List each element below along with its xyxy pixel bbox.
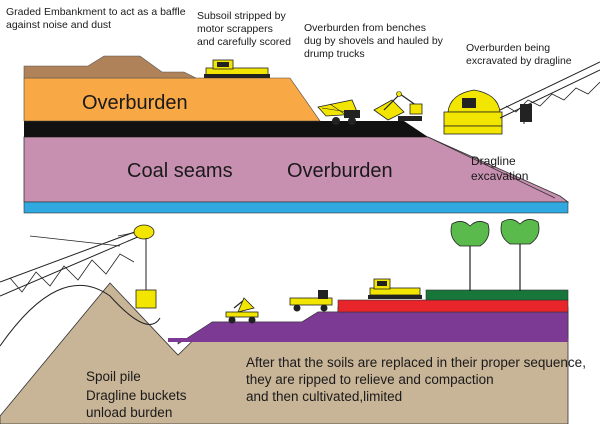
motor-scraper-icon [204,59,270,78]
label-subsoil-line: motor scrappers [197,23,273,35]
dump-truck-icon [317,99,360,125]
label-embankment: Graded Embankment to act as a baffle aga… [6,6,186,32]
dragline-boom-icon [0,224,157,309]
scraper-icon [368,278,422,299]
label-overburden-top: Overburden [82,92,188,114]
coal-seam-layer [24,121,428,137]
tree-icon [500,219,540,291]
label-dragline-top-line: excravated by dragline [466,55,572,67]
label-dragline-excavation-line: Dragline [471,154,516,168]
label-embankment-line: against noise and dust [6,19,112,31]
label-embankment-line: Graded Embankment to act as a baffle [6,6,186,18]
overburden-top-layer [23,77,321,122]
dragline-machine-icon [443,61,600,135]
label-dragline-top: Overburden being excravated by dragline [466,42,572,68]
tree-icon [450,221,490,291]
label-benches: Overburden from benches dug by shovels a… [304,22,443,61]
label-dragline-buckets-line: Dragline buckets [86,388,187,403]
drag-cable-line [0,284,161,347]
label-soils-replaced-line: and then cultivated,limited [246,389,403,404]
green-topsoil-layer [425,289,569,301]
label-spoil-pile: Spoil pile [86,369,141,384]
label-benches-line: drump trucks [304,48,365,60]
truck-icon [289,290,333,312]
label-soils-replaced-line: they are ripped to relieve and compactio… [246,372,494,387]
cart-icon [225,297,259,324]
label-subsoil: Subsoil stripped by motor scrappers and … [197,10,291,49]
label-dragline-buckets: Dragline buckets unload burden [86,387,187,421]
label-benches-line: Overburden from benches [304,22,426,34]
label-subsoil-line: Subsoil stripped by [197,10,286,22]
label-dragline-top-line: Overburden being [466,42,551,54]
label-coal-seams: Coal seams [127,160,233,182]
label-benches-line: dug by shovels and hauled by [304,35,443,47]
label-soils-replaced-line: After that the soils are replaced in the… [246,355,586,370]
label-soils-replaced: After that the soils are replaced in the… [246,354,586,405]
red-soil-layer [337,299,569,313]
label-dragline-excavation: Dragline excavation [471,154,528,184]
dragline-slope-line [427,136,556,199]
water-strip [23,201,569,214]
label-overburden-mid: Overburden [287,160,393,182]
label-dragline-excavation-line: excavation [471,169,529,183]
graded-embankment [23,55,197,79]
label-subsoil-line: and carefully scored [197,36,291,48]
purple-soil-layer-lower [168,338,568,342]
label-dragline-buckets-line: unload burden [86,405,173,420]
shovel-icon [373,91,423,121]
